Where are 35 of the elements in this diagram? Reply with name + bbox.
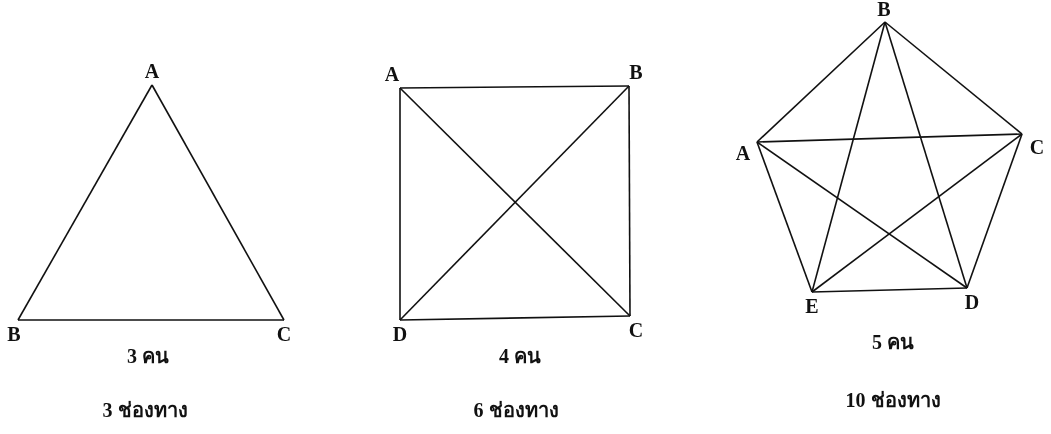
connecting-line bbox=[756, 141, 968, 289]
vertex-label: B bbox=[877, 0, 891, 20]
connecting-line bbox=[399, 87, 401, 321]
connecting-line bbox=[756, 141, 813, 293]
connecting-line bbox=[151, 84, 285, 321]
vertex-label: C bbox=[628, 319, 644, 341]
connecting-line bbox=[966, 133, 1023, 289]
connecting-line bbox=[628, 85, 631, 317]
vertex-label: E bbox=[805, 295, 819, 317]
people-count: 3 คน bbox=[127, 344, 169, 369]
vertex-label: B bbox=[629, 61, 643, 83]
vertex-label: C bbox=[276, 323, 292, 345]
connecting-line bbox=[756, 21, 886, 143]
connecting-line bbox=[811, 133, 1023, 293]
vertex-label: C bbox=[1029, 136, 1045, 158]
channel-count: 6 ช่องทาง bbox=[473, 398, 559, 423]
connecting-line bbox=[17, 319, 285, 321]
connecting-line bbox=[399, 85, 630, 89]
connecting-line bbox=[884, 21, 968, 289]
people-count: 5 คน bbox=[872, 330, 914, 355]
vertex-label: A bbox=[384, 63, 400, 85]
channel-count: 10 ช่องทาง bbox=[845, 388, 941, 413]
connecting-line bbox=[399, 315, 631, 321]
connecting-line bbox=[756, 133, 1023, 143]
vertex-label: B bbox=[7, 323, 21, 345]
vertex-label: A bbox=[735, 142, 751, 164]
connecting-line bbox=[17, 84, 153, 321]
vertex-label: A bbox=[144, 60, 160, 82]
connecting-line bbox=[884, 21, 1023, 135]
connecting-line bbox=[811, 21, 886, 293]
people-count: 4 คน bbox=[499, 344, 541, 369]
channel-count: 3 ช่องทาง bbox=[102, 398, 188, 423]
vertex-label: D bbox=[964, 291, 980, 313]
vertex-label: D bbox=[392, 323, 408, 345]
connecting-line bbox=[811, 287, 968, 293]
